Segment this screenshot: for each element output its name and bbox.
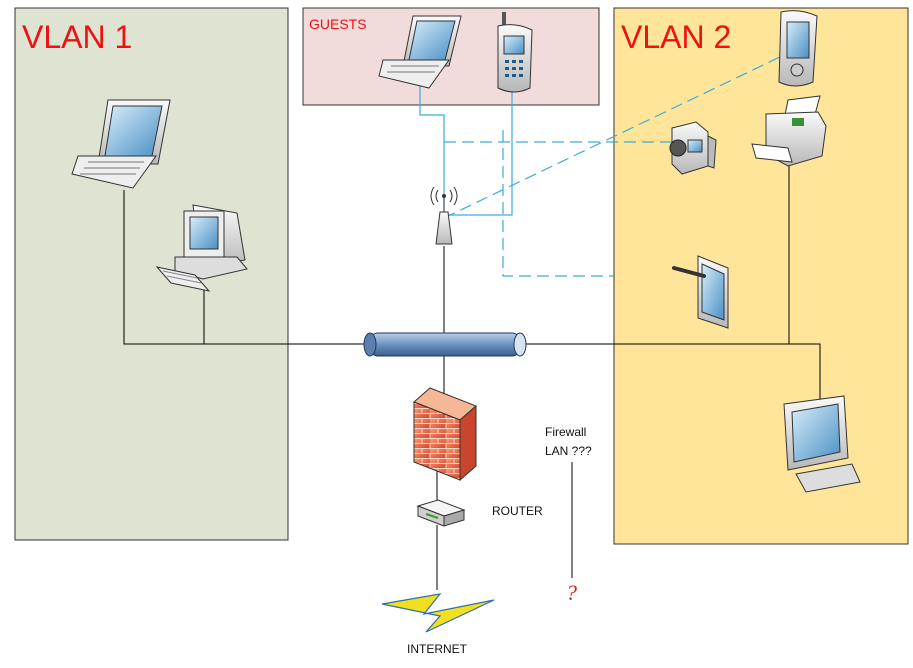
pda-icon[interactable]: [778, 10, 818, 87]
network-bus-icon: [363, 332, 527, 357]
link-laptop-to-bus: [123, 190, 370, 345]
wireless-link-guest-laptop: [419, 60, 445, 210]
zone-guests-label: GUESTS: [309, 16, 367, 32]
smartphone-icon[interactable]: [497, 12, 533, 93]
wired-links: [123, 165, 821, 590]
lightning-icon: [381, 593, 495, 633]
zone-vlan1-background: [14, 7, 289, 541]
question-mark: ?: [566, 580, 577, 605]
camcorder-icon[interactable]: [669, 121, 717, 175]
wireless-link-guest-phone: [444, 92, 513, 216]
router-icon[interactable]: [416, 499, 466, 527]
laptop-icon[interactable]: [71, 99, 171, 189]
firewall-lan-label-line1: Firewall: [545, 425, 586, 439]
zone-vlan2-label: VLAN 2: [621, 19, 731, 55]
wireless-access-point-icon[interactable]: [430, 186, 458, 245]
wireless-links: [419, 55, 783, 277]
tablet-icon[interactable]: [672, 255, 729, 329]
guest-laptop-icon[interactable]: [378, 15, 462, 89]
desktop-computer-icon[interactable]: [155, 204, 248, 292]
link-bus-to-monitor: [520, 343, 821, 420]
internet-label: INTERNET: [407, 642, 468, 656]
firewall-icon[interactable]: [413, 387, 477, 482]
zone-vlan2-background: [613, 7, 909, 545]
printer-icon[interactable]: [751, 95, 827, 167]
router-label: ROUTER: [492, 504, 543, 518]
monitor-icon[interactable]: [783, 395, 861, 493]
wireless-link-tablet: [502, 130, 614, 277]
zone-vlan1: VLAN 1: [14, 7, 289, 541]
zone-vlan2: VLAN 2: [613, 7, 909, 545]
firewall-lan-label-line2: LAN ???: [545, 444, 592, 458]
zone-vlan1-label: VLAN 1: [22, 19, 132, 55]
wireless-link-pda: [443, 55, 783, 219]
